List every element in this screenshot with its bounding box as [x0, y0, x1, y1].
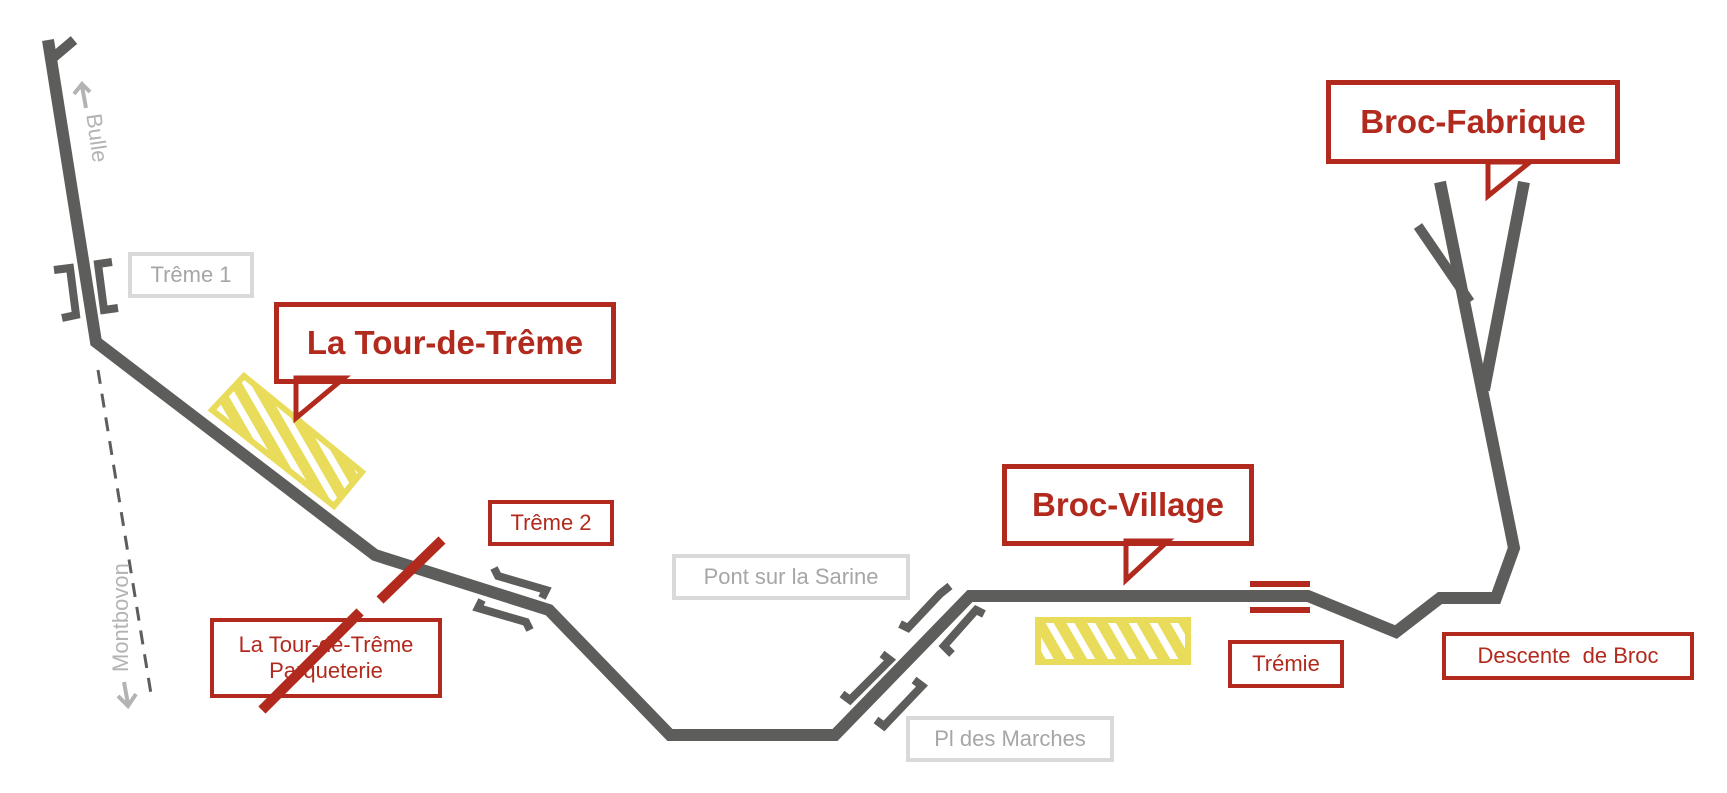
dashed-track-montbovon [96, 369, 154, 701]
parqueterie-line-1: La Tour-de-Trême [238, 631, 414, 657]
station-label-descente-de-broc[interactable]: Descente de Broc [1442, 632, 1694, 680]
bridge-icon-treme-2 [472, 566, 552, 632]
track-top-fork [44, 36, 78, 66]
station-callout-la-tour-de-treme[interactable]: La Tour-de-Trême [274, 302, 616, 384]
station-label-tremie[interactable]: Trémie [1228, 640, 1344, 688]
parqueterie-line-2: Parqueterie [269, 658, 383, 683]
arrow-down-icon [116, 681, 138, 710]
structure-label-pont-sur-la-sarine: Pont sur la Sarine [672, 554, 910, 600]
track-branch-siding [1413, 223, 1475, 305]
construction-zone-la-tour [207, 371, 367, 511]
main-track [42, 39, 1521, 741]
station-label-treme-2[interactable]: Trême 2 [488, 500, 614, 546]
station-label-la-tour-parqueterie[interactable]: La Tour-de-Trême Parqueterie [210, 618, 442, 698]
callout-pointer-broc-village [1123, 538, 1175, 586]
closed-station-slash-upper [376, 536, 446, 604]
bridge-icon-pl-des-marches-lower [839, 650, 928, 732]
station-callout-broc-fabrique[interactable]: Broc-Fabrique [1326, 80, 1620, 164]
structure-label-pl-des-marches: Pl des Marches [906, 716, 1114, 762]
callout-pointer-la-tour [293, 375, 351, 424]
arrow-up-icon [72, 81, 92, 109]
bridge-icon-treme-1 [53, 258, 119, 322]
direction-label-montbovon: Montbovon [108, 563, 133, 672]
bridge-icon-pl-des-marches-upper [898, 582, 986, 657]
structure-label-treme-1: Trême 1 [128, 252, 254, 298]
station-callout-broc-village[interactable]: Broc-Village [1002, 464, 1254, 546]
track-branch-broc-fabrique-right [1478, 180, 1530, 392]
construction-zone-broc-village [1035, 617, 1191, 665]
